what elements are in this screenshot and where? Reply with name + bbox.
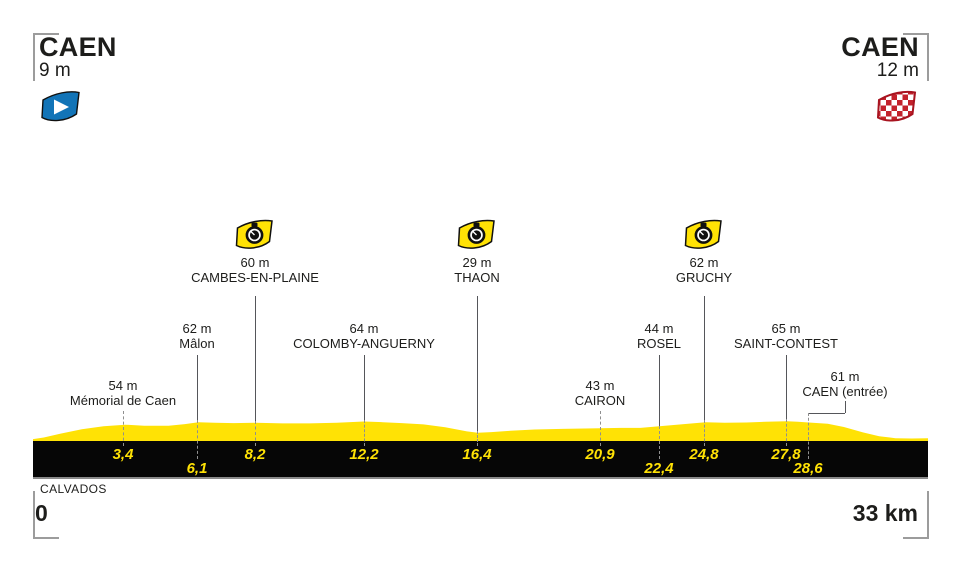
waypoint-elbow-horizontal [808, 413, 845, 414]
waypoint-elbow-vertical [845, 401, 846, 413]
km-marker: 16,4 [462, 446, 492, 463]
waypoint-name: Mâlon [179, 336, 215, 351]
waypoint-elevation: 44 m [644, 321, 674, 336]
waypoint-line-dashed [123, 411, 124, 446]
km-marker: 22,4 [644, 460, 674, 477]
waypoint-line-solid [197, 355, 198, 421]
start-city-label: CAEN [39, 32, 117, 62]
waypoint-line-dashed [704, 420, 705, 446]
department-label: CALVADOS [40, 482, 107, 496]
waypoint-elevation: 60 m [240, 255, 270, 270]
waypoint-line-solid [477, 296, 478, 431]
elevation-profile-area [33, 394, 928, 442]
waypoint-elevation: 43 m [585, 378, 615, 393]
finish-elevation-label: 12 m [876, 60, 919, 81]
waypoint-line-dashed [659, 425, 660, 459]
frame-bracket-top-left [33, 33, 59, 81]
start-elevation-label: 9 m [39, 60, 71, 81]
km-marker: 24,8 [689, 446, 719, 463]
waypoint-elevation: 65 m [771, 321, 801, 336]
finish-flag-icon [875, 89, 919, 125]
time-check-flag-icon [456, 218, 498, 252]
km-marker: 8,2 [244, 446, 266, 463]
km-bar-underline [33, 477, 928, 479]
frame-bracket-top-right [903, 33, 929, 81]
elevation-profile-svg [33, 421, 928, 442]
waypoint-line-dashed [600, 411, 601, 446]
waypoint-elevation: 61 m [830, 369, 860, 384]
km-total-label: 33 km [852, 500, 918, 526]
time-check-flag-icon [234, 218, 276, 252]
waypoint-line-solid [364, 355, 365, 420]
frame-bracket-bottom-left [33, 491, 59, 539]
km-marker: 27,8 [771, 446, 801, 463]
waypoint-line-solid [786, 355, 787, 420]
waypoint-line-solid [659, 355, 660, 426]
waypoint-line-dashed [364, 419, 365, 446]
km-start-label: 0 [35, 500, 48, 526]
waypoint-line-dashed [786, 419, 787, 446]
waypoint-line-solid [704, 296, 705, 421]
waypoint-name: THAON [454, 270, 500, 285]
km-marker: 12,2 [349, 446, 379, 463]
waypoint-elevation: 29 m [462, 255, 492, 270]
waypoint-elevation: 54 m [108, 378, 138, 393]
waypoint-name: SAINT-CONTEST [733, 336, 838, 351]
waypoint-line-dashed [197, 420, 198, 459]
waypoint-line-solid [255, 296, 256, 421]
waypoint-elevation: 62 m [182, 321, 212, 336]
waypoint-elevation: 62 m [689, 255, 719, 270]
start-flag-icon [39, 89, 83, 125]
km-marker: 6,1 [186, 460, 208, 477]
km-marker: 3,4 [112, 446, 134, 463]
km-marker: 28,6 [793, 460, 823, 477]
waypoint-name: ROSEL [636, 336, 682, 351]
finish-terminus: CAEN 12 m [841, 34, 919, 125]
waypoint-elevation: 64 m [349, 321, 379, 336]
waypoint-line-dashed [255, 420, 256, 446]
waypoint-name: CAMBES-EN-PLAINE [191, 270, 319, 285]
time-check-flag-icon [683, 218, 725, 252]
waypoint-line-dashed [808, 413, 809, 459]
km-marker: 20,9 [585, 446, 615, 463]
waypoint-line-dashed [477, 430, 478, 446]
frame-bracket-bottom-right [903, 491, 929, 539]
start-terminus: CAEN 9 m [39, 34, 117, 125]
finish-city-label: CAEN [841, 32, 919, 62]
km-bar [33, 441, 928, 477]
waypoint-name: COLOMBY-ANGUERNY [293, 336, 435, 351]
waypoint-name: GRUCHY [675, 270, 733, 285]
